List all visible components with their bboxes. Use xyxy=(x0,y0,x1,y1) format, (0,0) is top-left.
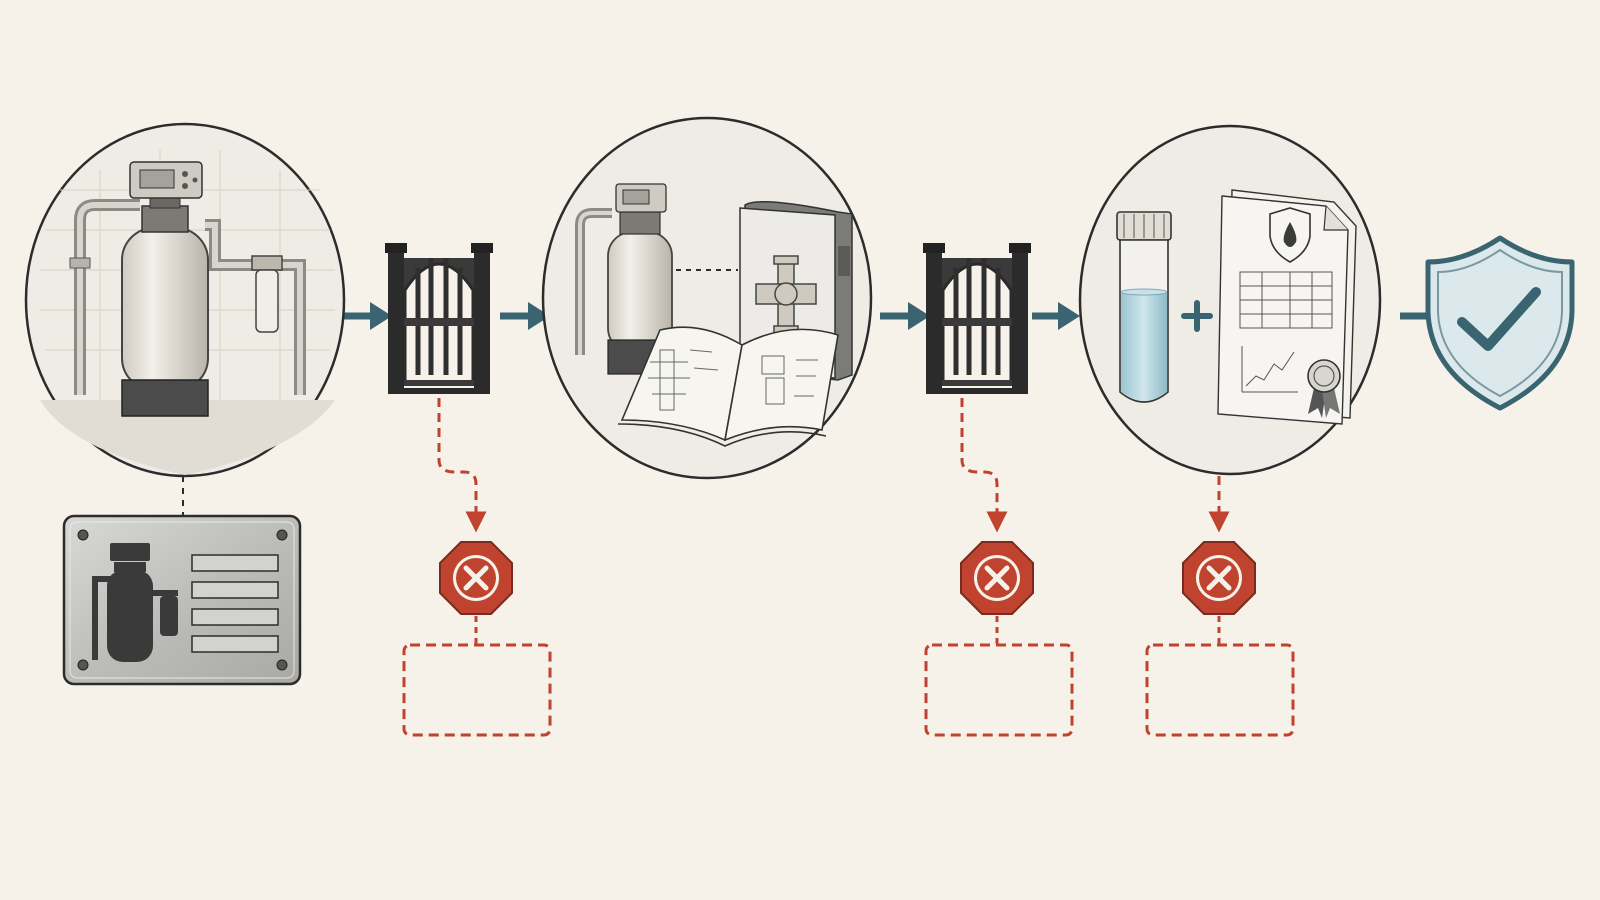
rejection-label-box xyxy=(924,643,1074,737)
rejection-label-box xyxy=(1145,643,1295,737)
stop-x-icon xyxy=(439,541,513,615)
nameplate-text-line-3 xyxy=(191,608,279,626)
gate-icon xyxy=(385,243,493,394)
rejection-path-2 xyxy=(960,398,1008,533)
gate-icon xyxy=(923,243,1031,394)
water-softener-installation-icon xyxy=(24,122,346,478)
softener-and-manuals-icon xyxy=(541,116,873,480)
flow-arrow-2 xyxy=(500,302,550,330)
equipment-nameplate-icon xyxy=(62,514,302,686)
flow-arrow-1 xyxy=(342,302,392,330)
flow-arrow-3 xyxy=(880,302,930,330)
nameplate-text-line-2 xyxy=(191,581,279,599)
nameplate-text-line-4 xyxy=(191,635,279,653)
rejection-label-box xyxy=(402,643,552,737)
rejection-path-1 xyxy=(437,398,487,533)
stop-x-icon xyxy=(1182,541,1256,615)
flow-arrow-4 xyxy=(1032,302,1080,330)
water-sample-and-test-report-icon xyxy=(1078,124,1382,476)
stop-x-icon xyxy=(960,541,1034,615)
nameplate-text-line-1 xyxy=(191,554,279,572)
shield-checkmark-icon xyxy=(1425,235,1575,411)
